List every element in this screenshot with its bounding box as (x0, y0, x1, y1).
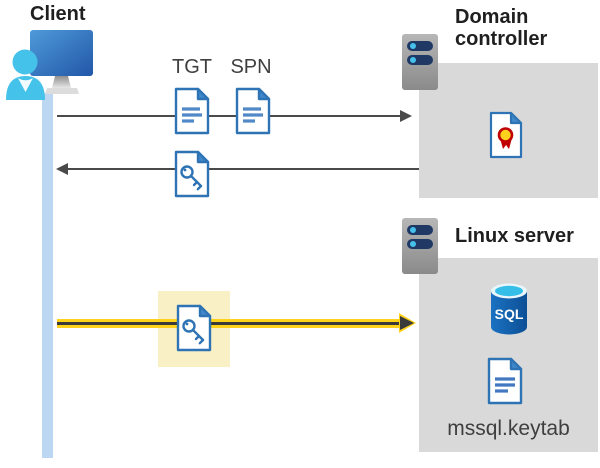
server-icon (402, 34, 438, 90)
spn-label: SPN (230, 56, 272, 78)
arrow-dc-to-client (68, 168, 419, 170)
arrow-client-to-dc (57, 115, 402, 117)
yellow-arrowhead-icon (400, 316, 414, 330)
arrow-client-to-linux (57, 319, 401, 328)
domain-controller-label: Domain controller (455, 6, 548, 50)
arrowhead-left-icon (56, 163, 68, 175)
certificate-icon (489, 111, 523, 159)
tgt-label: TGT (172, 56, 212, 78)
spn-document-icon (235, 87, 271, 135)
keytab-filename-label: mssql.keytab (447, 417, 570, 440)
tgt-document-icon (174, 87, 210, 135)
sql-icon-label: SQL (495, 306, 524, 322)
key-ticket-document-icon (176, 304, 212, 352)
client-label: Client (30, 3, 86, 25)
client-lifeline (42, 93, 53, 458)
server-icon (402, 218, 438, 274)
key-ticket-document-icon (174, 150, 210, 198)
arrowhead-right-icon (400, 110, 412, 122)
linux-server-label: Linux server (455, 225, 574, 247)
client-monitor-user-icon (6, 30, 93, 100)
sql-database-icon: SQL (491, 283, 527, 335)
keytab-document-icon (487, 357, 523, 405)
